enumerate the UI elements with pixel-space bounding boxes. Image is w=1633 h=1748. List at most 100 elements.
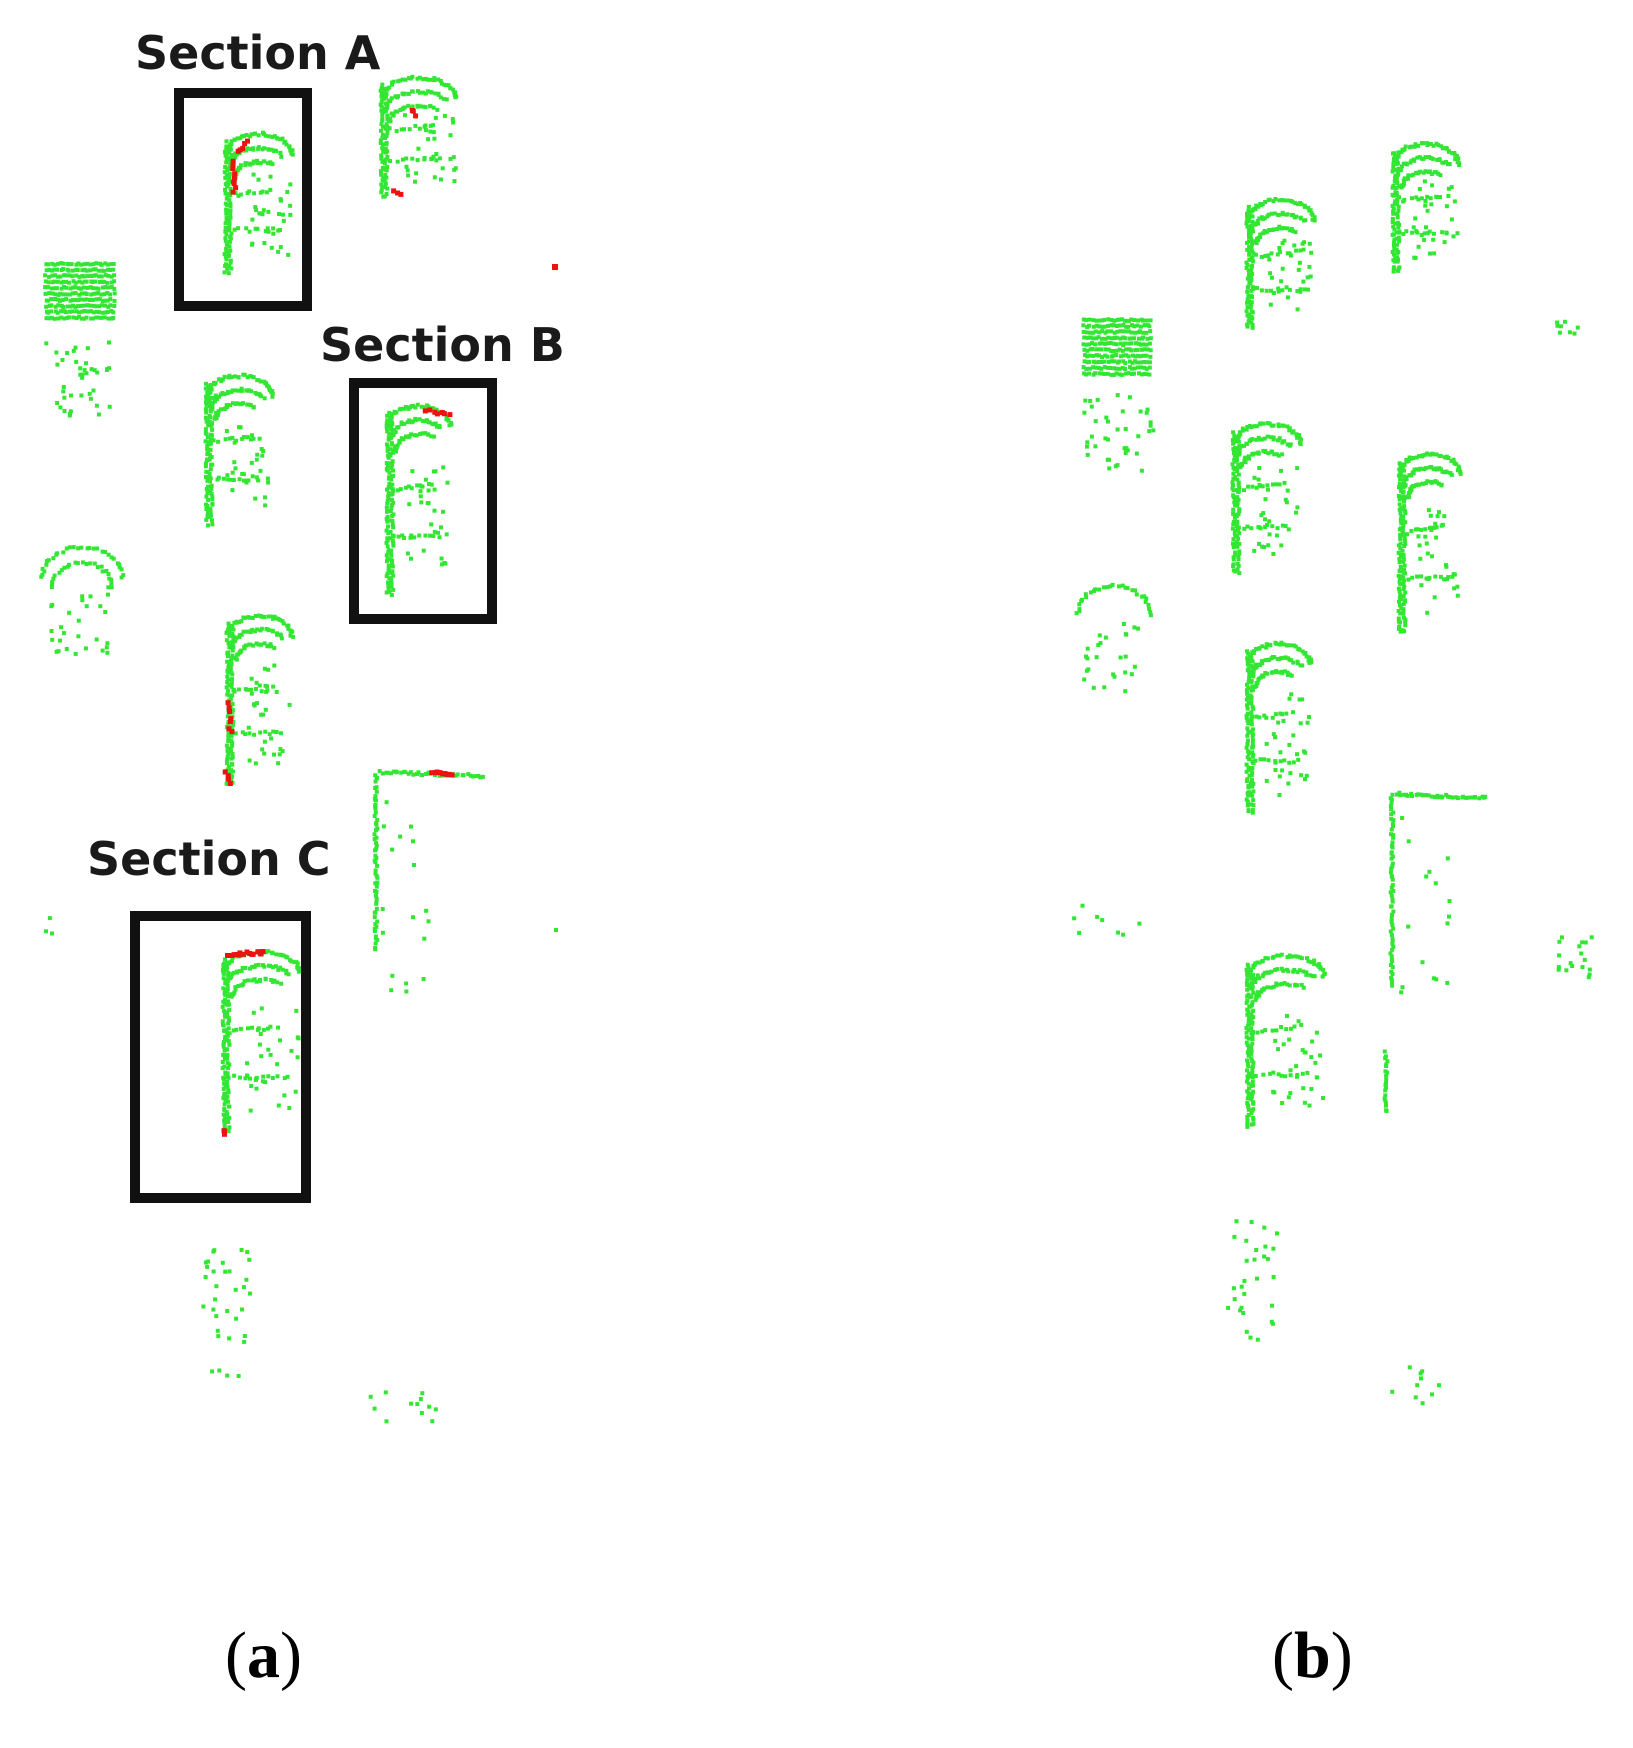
ground-point <box>389 465 394 470</box>
ground-point <box>381 110 386 115</box>
ground-point <box>1133 354 1138 359</box>
ground-point <box>393 444 398 449</box>
ground-point <box>90 286 95 291</box>
ground-point <box>236 375 241 380</box>
ground-point <box>1260 202 1265 207</box>
ground-point <box>1269 288 1273 293</box>
ground-point <box>431 123 435 128</box>
ground-point <box>236 1374 241 1378</box>
ground-point <box>259 394 264 399</box>
ground-point <box>80 375 85 380</box>
ground-point <box>1232 451 1236 455</box>
ground-point <box>204 397 209 402</box>
ground-point <box>1108 366 1113 370</box>
ground-point <box>258 730 263 735</box>
ground-point <box>1239 444 1244 449</box>
ground-point <box>98 604 103 609</box>
ground-point <box>64 292 69 297</box>
ground-point <box>1396 616 1401 621</box>
ground-point <box>1246 793 1251 798</box>
highlight-point <box>222 1131 227 1137</box>
ground-point <box>1251 781 1256 786</box>
ground-point <box>234 1316 239 1321</box>
ground-point <box>1389 812 1394 817</box>
ground-point <box>1077 609 1082 614</box>
ground-point <box>232 990 237 995</box>
ground-point <box>1082 410 1087 415</box>
ground-point <box>1394 193 1399 198</box>
ground-point <box>1418 556 1423 561</box>
ground-point <box>224 160 229 165</box>
ground-point <box>238 1026 243 1031</box>
ground-point <box>1262 713 1267 718</box>
ground-point <box>1454 462 1459 467</box>
ground-point <box>1148 354 1153 359</box>
ground-point <box>1428 196 1433 201</box>
ground-point <box>388 415 393 420</box>
ground-point <box>1288 442 1293 447</box>
ground-point <box>446 83 451 88</box>
ground-point <box>274 952 279 957</box>
ground-point <box>1245 682 1249 687</box>
ground-point <box>1148 329 1153 334</box>
ground-point <box>1258 675 1263 680</box>
ground-point <box>1231 522 1236 527</box>
ground-point <box>91 310 96 315</box>
ground-point <box>449 422 454 427</box>
ground-point <box>94 261 99 266</box>
ground-point <box>1442 577 1447 582</box>
ground-point <box>1245 977 1250 982</box>
ground-point <box>1255 990 1260 995</box>
ground-point <box>451 155 456 160</box>
ground-point <box>85 346 90 351</box>
ground-point <box>1287 983 1292 988</box>
ground-point <box>1429 202 1434 207</box>
ground-point <box>50 268 55 273</box>
ground-point <box>1391 824 1395 829</box>
ground-point <box>453 95 458 100</box>
ground-point <box>1402 538 1407 543</box>
ground-point <box>1274 641 1279 646</box>
ground-point <box>79 545 84 550</box>
ground-point <box>1263 200 1268 204</box>
ground-point <box>276 1103 281 1108</box>
ground-point <box>1277 670 1282 675</box>
ground-point <box>212 1248 217 1253</box>
ground-point <box>1266 451 1271 456</box>
ground-point <box>419 1411 424 1415</box>
ground-point <box>1455 593 1460 598</box>
ground-point <box>1142 365 1147 370</box>
ground-point <box>1268 302 1273 307</box>
ground-point <box>426 137 431 142</box>
ground-point <box>1284 285 1289 290</box>
ground-point <box>409 533 414 538</box>
ground-point <box>1257 541 1261 546</box>
ground-point <box>1242 488 1246 493</box>
ground-point <box>1384 1073 1389 1078</box>
ground-point <box>1101 585 1106 590</box>
ground-point <box>1428 156 1433 160</box>
ground-point <box>394 410 399 415</box>
ground-point <box>1400 816 1405 820</box>
ground-point <box>230 702 235 706</box>
ground-point <box>1084 318 1089 322</box>
ground-point <box>390 847 395 852</box>
ground-point <box>68 409 73 414</box>
ground-point <box>203 439 208 444</box>
ground-point <box>1450 574 1455 579</box>
ground-point <box>95 546 99 551</box>
ground-point <box>1105 585 1110 590</box>
ground-point <box>229 659 233 663</box>
ground-point <box>1395 792 1399 797</box>
ground-point <box>216 439 221 444</box>
ground-point <box>373 871 378 876</box>
ground-point <box>1144 596 1149 601</box>
ground-point <box>1245 733 1250 738</box>
ground-point <box>1263 497 1268 502</box>
ground-point <box>384 106 389 111</box>
ground-point <box>406 173 411 178</box>
ground-point <box>1290 199 1295 204</box>
ground-point <box>1251 798 1256 803</box>
ground-point <box>1431 976 1436 981</box>
ground-point <box>241 435 246 439</box>
